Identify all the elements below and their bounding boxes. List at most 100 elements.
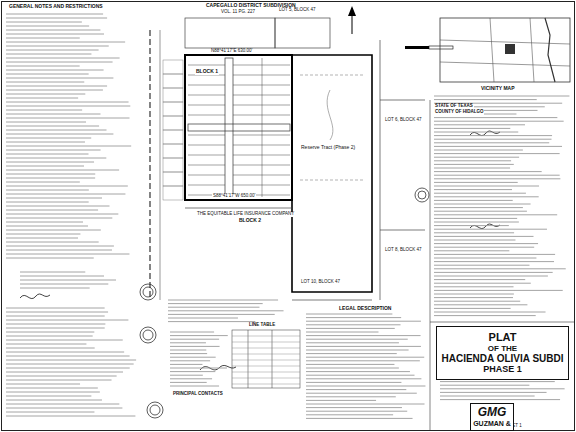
lot-line xyxy=(188,185,225,186)
fine-text-line xyxy=(6,344,86,345)
fine-text-line xyxy=(6,218,112,219)
fine-text-line xyxy=(6,134,113,135)
lot-line xyxy=(380,230,425,231)
lot-line xyxy=(380,100,425,101)
fine-text-line xyxy=(170,357,216,358)
lot-line xyxy=(188,95,225,96)
fine-text-line xyxy=(434,182,518,183)
fine-text-line xyxy=(434,160,511,161)
fine-text-line xyxy=(434,124,525,125)
lot-line xyxy=(262,105,290,106)
fine-text-line xyxy=(170,375,203,376)
lot-line xyxy=(233,65,262,66)
lot-line xyxy=(233,95,262,96)
fine-text-line xyxy=(434,189,512,190)
fine-text-line xyxy=(6,90,103,91)
fine-text-line xyxy=(434,193,526,194)
fine-text-line xyxy=(6,396,91,397)
fine-text-line xyxy=(6,58,120,59)
lot-line xyxy=(262,195,290,196)
easement-line xyxy=(300,75,365,76)
lot-line xyxy=(262,165,290,166)
fine-text-line xyxy=(6,210,98,211)
adjacent-lot xyxy=(275,18,330,48)
fine-text-line xyxy=(434,308,511,309)
fine-text-line xyxy=(168,310,284,311)
fine-text-line xyxy=(170,346,220,347)
fine-text-line xyxy=(6,22,82,23)
fine-text-line xyxy=(306,342,399,343)
fine-text-line xyxy=(6,222,83,223)
table-heading: LINE TABLE xyxy=(248,323,276,328)
fine-text-line xyxy=(306,324,401,325)
fine-text-line xyxy=(434,204,531,205)
fine-text-line xyxy=(306,404,425,405)
title-text: PLAT xyxy=(437,331,568,344)
lot-line xyxy=(188,85,225,86)
fine-text-line xyxy=(434,139,552,140)
fine-text-line xyxy=(434,268,566,269)
owner-label: THE EQUITABLE LIFE INSURANCE COMPANY xyxy=(196,212,295,217)
fine-text-line xyxy=(434,315,536,316)
lot-line xyxy=(262,115,290,116)
fine-text-line xyxy=(434,240,515,241)
fine-text-line xyxy=(306,339,408,340)
fine-text-line xyxy=(6,174,95,175)
fine-text-line xyxy=(170,342,206,343)
fine-text-line xyxy=(6,324,105,325)
fine-text-line xyxy=(434,243,538,244)
fine-text-line xyxy=(434,168,510,169)
fine-text-line xyxy=(306,389,406,390)
fine-text-line xyxy=(434,225,509,226)
fine-text-line xyxy=(306,314,392,315)
fine-text-line xyxy=(434,211,527,212)
adjacent-lot xyxy=(163,88,183,102)
fine-text-line xyxy=(6,226,88,227)
lot-line xyxy=(380,40,381,300)
fine-text-line xyxy=(306,407,402,408)
fine-text-line xyxy=(306,378,421,379)
fine-text-line xyxy=(306,393,417,394)
fine-text-line xyxy=(434,99,537,100)
bearing-dimension: S88°41'17"W 650.00' xyxy=(212,194,256,199)
fine-text-line xyxy=(434,265,529,266)
fine-text-line xyxy=(434,196,539,197)
street xyxy=(188,124,290,131)
table-row xyxy=(232,378,300,379)
title-text: HACIENDA OLIVIA SUBDI xyxy=(437,353,568,365)
fine-text-line xyxy=(6,118,129,119)
lot-line xyxy=(185,208,292,209)
fine-text-line xyxy=(170,378,212,379)
title-frame xyxy=(430,322,574,323)
fine-text-line xyxy=(434,258,536,259)
fine-text-line xyxy=(170,360,210,361)
fine-text-line xyxy=(6,42,125,43)
fine-text-line xyxy=(6,74,89,75)
fine-text-line xyxy=(434,232,514,233)
adjacent-lot xyxy=(163,172,183,186)
fine-text-line xyxy=(6,312,108,313)
fine-text-line xyxy=(440,381,555,382)
fine-text-line xyxy=(6,166,84,167)
road-line xyxy=(160,30,161,300)
fine-text-line xyxy=(6,98,78,99)
fine-text-line xyxy=(306,357,424,358)
fine-text-line xyxy=(6,412,94,413)
fine-text-line xyxy=(170,335,228,336)
tract-label: Reserve Tract (Phase 2) xyxy=(300,145,356,151)
fine-text-line xyxy=(6,126,99,127)
lot-line xyxy=(188,175,225,176)
fine-text-line xyxy=(434,286,514,287)
fine-text-line xyxy=(6,30,100,31)
fine-text-line xyxy=(434,128,510,129)
title-block: PLATOF THEHACIENDA OLIVIA SUBDIPHASE 1 xyxy=(436,326,569,380)
fine-text-line xyxy=(170,353,207,354)
fine-text-line xyxy=(306,371,410,372)
reserve-tract-boundary xyxy=(292,55,372,292)
fine-text-line xyxy=(6,416,135,417)
fine-text-line xyxy=(6,62,113,63)
fine-text-line xyxy=(6,206,109,207)
fine-text-line xyxy=(306,411,407,412)
